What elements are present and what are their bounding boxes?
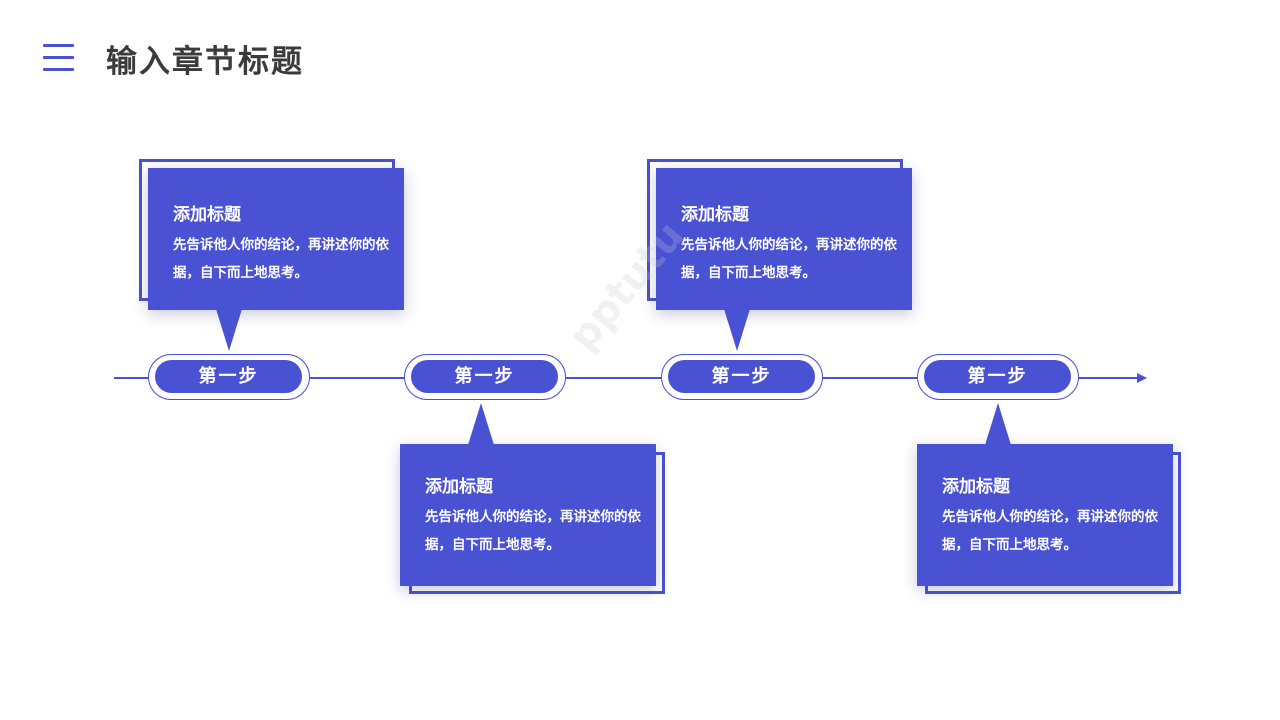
- card-title: 添加标题: [173, 205, 241, 225]
- card-body: 先告诉他人你的结论，再讲述你的依据，自下而上地思考。: [173, 237, 389, 281]
- step-pill: 第一步: [148, 354, 310, 400]
- card-pointer: [468, 403, 494, 445]
- step-label: 第一步: [155, 360, 302, 393]
- timeline-arrow-icon: [1137, 373, 1147, 383]
- card-pointer: [216, 309, 242, 351]
- card-pointer: [985, 403, 1011, 445]
- step-pill: 第一步: [661, 354, 823, 400]
- step-card: 添加标题 先告诉他人你的结论，再讲述你的依据，自下而上地思考。: [917, 444, 1173, 586]
- step-card: 添加标题 先告诉他人你的结论，再讲述你的依据，自下而上地思考。: [400, 444, 656, 586]
- page-title: 输入章节标题: [106, 44, 304, 80]
- card-body: 先告诉他人你的结论，再讲述你的依据，自下而上地思考。: [942, 509, 1158, 553]
- menu-icon: [43, 44, 74, 72]
- card-title: 添加标题: [942, 477, 1010, 497]
- card-body: 先告诉他人你的结论，再讲述你的依据，自下而上地思考。: [681, 237, 897, 281]
- step-label: 第一步: [411, 360, 558, 393]
- step-pill: 第一步: [404, 354, 566, 400]
- step-pill: 第一步: [917, 354, 1079, 400]
- step-card: 添加标题 先告诉他人你的结论，再讲述你的依据，自下而上地思考。: [656, 168, 912, 310]
- card-title: 添加标题: [681, 205, 749, 225]
- step-label: 第一步: [924, 360, 1071, 393]
- step-card: 添加标题 先告诉他人你的结论，再讲述你的依据，自下而上地思考。: [148, 168, 404, 310]
- timeline-line: [114, 377, 1138, 379]
- card-title: 添加标题: [425, 477, 493, 497]
- step-label: 第一步: [668, 360, 815, 393]
- card-pointer: [724, 309, 750, 351]
- card-body: 先告诉他人你的结论，再讲述你的依据，自下而上地思考。: [425, 509, 641, 553]
